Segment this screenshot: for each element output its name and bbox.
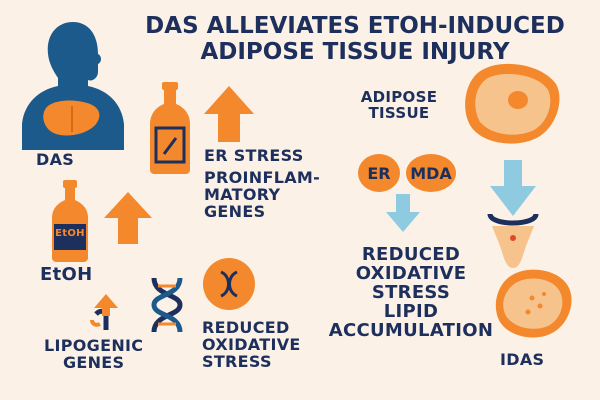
adipose-tissue-label: ADIPOSE TISSUE <box>356 88 442 122</box>
outcome-line-4: LIPID <box>383 300 439 322</box>
increase-arrow-icon <box>104 192 152 244</box>
outcome-line-3: STRESS <box>371 281 451 303</box>
reduced-line-2: OXIDATIVE <box>202 334 301 354</box>
title-line-2: ADIPOSE TISSUE INJURY <box>200 38 510 65</box>
lipogenic-line-2: GENES <box>62 352 125 372</box>
mda-badge: MDA <box>406 154 456 192</box>
reduced-line-1: REDUCED <box>202 318 290 337</box>
human-liver-icon <box>22 22 124 150</box>
adipose-line-2: TISSUE <box>368 103 430 122</box>
er-stress-increase-arrow-icon <box>204 86 254 142</box>
outcome-line-1: REDUCED <box>361 244 461 265</box>
adipocyte-small-icon <box>495 269 572 338</box>
reduced-oxidative-stress-label: REDUCED OXIDATIVE STRESS <box>202 318 301 371</box>
lipogenic-line-1: LIPOGENIC <box>44 336 144 355</box>
etoh-bottle-label: EtOH <box>55 228 85 239</box>
das-bottle-icon <box>150 82 190 174</box>
outcome-line-5: ACCUMULATION <box>328 319 494 341</box>
lipogenic-genes-label: LIPOGENIC GENES <box>44 336 144 372</box>
reduced-line-3: STRESS <box>202 351 272 371</box>
lipogenic-arrow-icon <box>90 294 118 330</box>
outcome-label: REDUCED OXIDATIVE STRESS LIPID ACCUMULAT… <box>326 244 496 341</box>
das-label: DAS <box>36 150 75 169</box>
proinflam-line-1: PROINFLAM- <box>204 168 321 187</box>
outcome-line-2: OXIDATIVE <box>355 262 467 284</box>
diagram-title: DAS ALLEVIATES ETOH-INDUCED ADIPOSE TISS… <box>120 13 590 66</box>
antioxidant-circle-icon <box>203 258 255 310</box>
das-bottom-label: IDAS <box>500 350 545 369</box>
proinflam-line-2: MATORY <box>204 184 281 204</box>
adipose-line-1: ADIPOSE <box>360 88 438 106</box>
etoh-label: EtOH <box>40 264 93 285</box>
dna-icon <box>151 277 183 333</box>
decrease-arrow-icon <box>386 194 420 232</box>
adipocyte-cell-icon <box>465 63 560 144</box>
er-badge: ER <box>358 154 400 192</box>
title-line-1: DAS ALLEVIATES ETOH-INDUCED <box>145 13 565 39</box>
er-stress-label: ER STRESS <box>204 146 304 165</box>
proinflam-line-3: GENES <box>204 201 266 221</box>
inhibition-funnel-icon <box>487 160 539 268</box>
etoh-bottle-icon <box>52 180 88 262</box>
proinflammatory-genes-label: PROINFLAM- MATORY GENES <box>204 168 321 221</box>
